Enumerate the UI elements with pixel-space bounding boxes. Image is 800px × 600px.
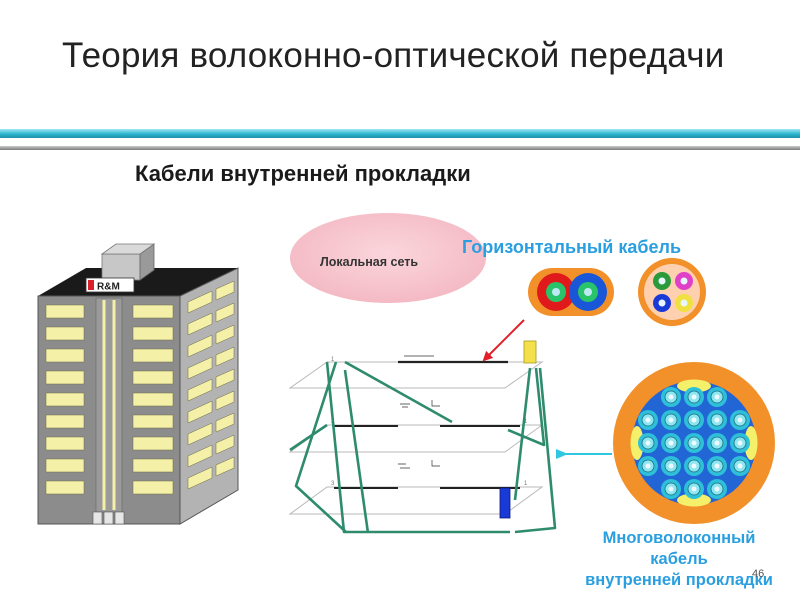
fiber-subunit — [638, 456, 658, 476]
fiber-subunit — [730, 456, 750, 476]
svg-text:1: 1 — [524, 419, 528, 425]
stair-column — [95, 297, 123, 513]
fiber-subunit — [684, 387, 704, 407]
rm-logo-text: R&M — [97, 282, 120, 293]
floor-level-3: 3 1 — [288, 481, 544, 519]
section-subtitle: Кабели внутренней прокладки — [135, 161, 471, 186]
riser-cables — [289, 360, 557, 534]
multifiber-label-line-3: внутренней прокладки — [585, 571, 773, 589]
fiber-subunit — [661, 387, 681, 407]
fiber-subunit — [707, 479, 727, 499]
horizontal-cable-label: Горизонтальный кабель — [462, 237, 682, 257]
fiber-subunit — [707, 410, 727, 430]
lan-ellipse — [290, 213, 486, 303]
page-title: Теория волоконно-оптической передачи — [62, 36, 725, 75]
rooftop-box — [100, 243, 156, 281]
fiber-subunit — [707, 387, 727, 407]
fiber-subunit — [730, 410, 750, 430]
floor-diagram: 1 2 1 3 1 — [288, 340, 557, 534]
rm-logo: R&M — [85, 277, 135, 293]
fiber-subunit — [684, 456, 704, 476]
lan-cloud: Локальная сеть — [290, 213, 486, 303]
svg-text:3: 3 — [331, 481, 335, 487]
fiber-subunit — [684, 410, 704, 430]
title-divider-cyan — [0, 129, 800, 138]
fiber-subunit — [638, 410, 658, 430]
fiber-subunit — [638, 433, 658, 453]
horizontal-cable-round — [638, 258, 706, 326]
fiber-subunit — [661, 456, 681, 476]
multifiber-cable-cross-section — [613, 362, 775, 524]
multifiber-label-line-1: Многоволоконный — [602, 529, 756, 547]
floor-level-2: 2 1 — [288, 419, 544, 453]
horizontal-cable-flat — [528, 268, 614, 316]
front-windows-right — [132, 304, 174, 495]
fiber-subunit — [661, 410, 681, 430]
title-divider-gray — [0, 146, 800, 150]
multifiber-cable-label: Многоволоконный кабель внутренней прокла… — [560, 528, 798, 591]
fiber-subunits — [638, 387, 750, 499]
multifiber-label-line-2: кабель — [650, 550, 708, 568]
building-entrance — [92, 511, 125, 525]
fiber-subunit — [707, 456, 727, 476]
floor-devices — [398, 355, 440, 469]
fiber-subunit — [730, 433, 750, 453]
front-windows-left — [45, 304, 85, 495]
lan-label: Локальная сеть — [320, 255, 418, 269]
fiber-subunit — [684, 479, 704, 499]
page-number: 46 — [752, 568, 765, 580]
side-windows — [187, 280, 235, 490]
svg-text:1: 1 — [524, 481, 528, 487]
fiber-subunit — [684, 433, 704, 453]
svg-text:1: 1 — [331, 357, 335, 363]
red-arrow — [482, 319, 525, 362]
fiber-subunit — [661, 433, 681, 453]
floor-level-1: 1 — [288, 340, 544, 389]
fiber-subunit — [661, 479, 681, 499]
fiber-subunit — [707, 433, 727, 453]
building-illustration: R&M — [37, 243, 239, 525]
